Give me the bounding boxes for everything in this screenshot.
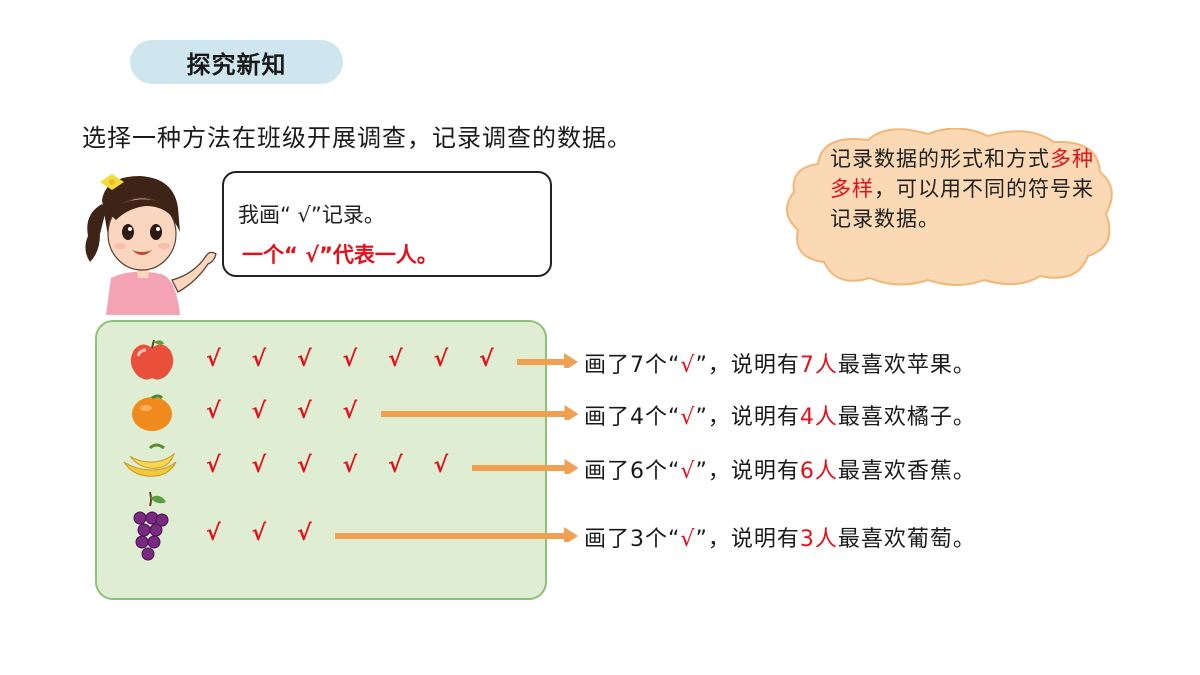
stmt-mid: ”，说明有 bbox=[695, 353, 800, 378]
stmt-pre: 画了3个“ bbox=[584, 527, 681, 552]
tally-check: √ bbox=[388, 347, 403, 372]
tally-check: √ bbox=[433, 347, 449, 372]
arrow-right-icon bbox=[380, 405, 578, 420]
tally-check: √ bbox=[206, 347, 221, 372]
tally-check: √ bbox=[433, 453, 449, 478]
stmt-num: 3人 bbox=[799, 527, 838, 552]
stmt-mid: ”，说明有 bbox=[695, 405, 800, 430]
row-statement: 画了6个“√”，说明有6人最喜欢香蕉。 bbox=[584, 453, 976, 485]
girl-illustration bbox=[85, 174, 217, 315]
stmt-pre: 画了7个“ bbox=[584, 353, 681, 378]
stmt-check: √ bbox=[680, 459, 696, 484]
tally-check: √ bbox=[206, 521, 221, 546]
section-label: 探究新知 bbox=[130, 40, 343, 84]
stmt-mid: ”，说明有 bbox=[695, 459, 800, 484]
row-statement: 画了3个“√”，说明有3人最喜欢葡萄。 bbox=[584, 521, 976, 553]
speech-line-2: 一个“ √”代表一人。 bbox=[242, 243, 438, 267]
cloud-text-part2: ，可以用不同的符号来记录数据。 bbox=[830, 177, 1094, 231]
tally-check: √ bbox=[251, 399, 267, 424]
tally-check: √ bbox=[342, 453, 358, 478]
banana-icon bbox=[123, 443, 177, 477]
arrow-right-icon bbox=[471, 459, 578, 474]
stmt-pre: 画了6个“ bbox=[584, 459, 681, 484]
tally-check: √ bbox=[297, 521, 312, 546]
row-statement: 画了7个“√”，说明有7人最喜欢苹果。 bbox=[584, 347, 976, 379]
tally-check: √ bbox=[297, 347, 312, 372]
cloud-shape bbox=[786, 128, 1113, 286]
stmt-check: √ bbox=[680, 405, 696, 430]
tally-check: √ bbox=[251, 347, 267, 372]
stmt-mid: ”，说明有 bbox=[695, 527, 800, 552]
stmt-check: √ bbox=[680, 527, 696, 552]
stmt-post: 最喜欢橘子。 bbox=[837, 405, 976, 430]
stmt-post: 最喜欢葡萄。 bbox=[837, 527, 976, 552]
apple-icon bbox=[130, 339, 174, 380]
stmt-num: 4人 bbox=[799, 405, 838, 430]
row-statement: 画了4个“√”，说明有4人最喜欢橘子。 bbox=[584, 399, 976, 431]
tally-check: √ bbox=[297, 399, 312, 424]
speech-line-1: 我画“ √”记录。 bbox=[238, 203, 385, 227]
stmt-post: 最喜欢苹果。 bbox=[837, 353, 976, 378]
cloud-text-highlight: 多种多样 bbox=[830, 147, 1094, 201]
stmt-post: 最喜欢香蕉。 bbox=[837, 459, 976, 484]
tally-check: √ bbox=[342, 347, 358, 372]
tally-check: √ bbox=[479, 347, 494, 372]
tally-check: √ bbox=[388, 453, 403, 478]
tally-check: √ bbox=[251, 453, 267, 478]
tally-check: √ bbox=[297, 453, 312, 478]
tally-check: √ bbox=[206, 399, 221, 424]
speech-bubble: 我画“ √”记录。 一个“ √”代表一人。 bbox=[222, 171, 552, 277]
cloud-text-part1: 记录数据的形式和方式 bbox=[830, 147, 1050, 171]
grape-icon bbox=[133, 491, 169, 561]
orange-icon bbox=[132, 394, 172, 431]
arrow-right-icon bbox=[335, 527, 578, 542]
cloud-text: 记录数据的形式和方式多种多样，可以用不同的符号来记录数据。 bbox=[830, 144, 1102, 234]
stmt-num: 6人 bbox=[799, 459, 838, 484]
tally-check: √ bbox=[206, 453, 221, 478]
tally-check: √ bbox=[342, 399, 358, 424]
stmt-pre: 画了4个“ bbox=[584, 405, 681, 430]
stmt-num: 7人 bbox=[799, 353, 838, 378]
instruction-text: 选择一种方法在班级开展调查，记录调查的数据。 bbox=[82, 124, 632, 152]
arrow-right-icon bbox=[517, 353, 578, 368]
tally-check: √ bbox=[251, 521, 267, 546]
stmt-check: √ bbox=[680, 353, 696, 378]
